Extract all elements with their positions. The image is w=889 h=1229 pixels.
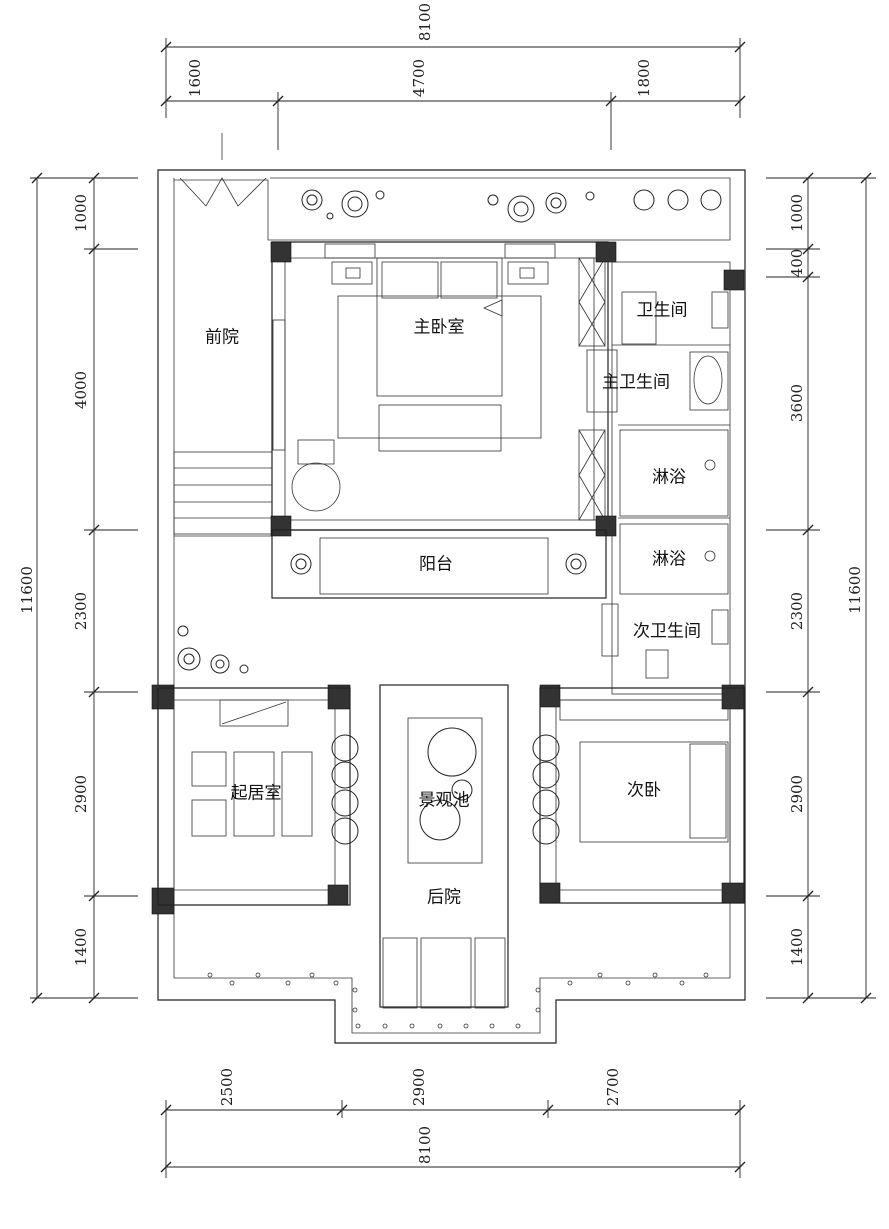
dim-right-1: 1000: [788, 194, 806, 232]
label-master-bedroom: 主卧室: [414, 318, 465, 338]
label-pond: 景观池: [419, 791, 470, 811]
dim-top-1: 1600: [186, 59, 204, 97]
dim-right-3: 3600: [788, 384, 806, 422]
structural-columns: [151, 241, 745, 915]
label-second-bath: 次卫生间: [633, 622, 701, 642]
dim-right-5: 2900: [788, 775, 806, 813]
balcony-area: [271, 529, 607, 599]
dim-bottom-2: 2900: [410, 1068, 428, 1106]
dim-left-1: 1000: [72, 194, 90, 232]
front-yard-area: [173, 133, 273, 537]
label-balcony: 阳台: [419, 555, 453, 575]
dim-left-5: 1400: [72, 928, 90, 966]
dim-right-6: 1400: [788, 928, 806, 966]
living-room-walls: [157, 687, 359, 906]
label-shower-2: 淋浴: [652, 550, 686, 570]
label-second-bedroom: 次卧: [627, 781, 661, 801]
dim-right-2: 400: [788, 249, 806, 278]
master-bed: [291, 257, 549, 512]
dim-left-3: 2300: [72, 592, 90, 630]
label-front-yard: 前院: [205, 328, 239, 348]
label-toilet: 卫生间: [637, 301, 688, 321]
dim-top-2: 4700: [410, 59, 428, 97]
dim-bottom-1: 2500: [218, 1068, 236, 1106]
dim-right-4: 2300: [788, 592, 806, 630]
dim-top-total: 8100: [416, 3, 434, 41]
planter-top: [301, 189, 722, 223]
second-bedroom-walls: [532, 687, 745, 904]
planter-left: [177, 625, 249, 674]
dim-bottom-total: 8100: [416, 1126, 434, 1164]
dim-left-2: 4000: [72, 371, 90, 409]
dim-left-4: 2900: [72, 775, 90, 813]
bathroom-walls: [586, 261, 731, 695]
label-shower-1: 淋浴: [652, 468, 686, 488]
room-labels: 前院 主卧室 卫生间 主卫生间 淋浴 阳台 淋浴 次卫生间 起居室 景观池 次卧…: [205, 301, 701, 908]
dimension-lines: [30, 38, 876, 1178]
master-bedroom-walls: [271, 241, 609, 531]
dim-bottom-3: 2700: [604, 1068, 622, 1106]
label-backyard: 后院: [427, 888, 461, 908]
dim-right-total: 11600: [846, 566, 864, 614]
site-boundary: [157, 169, 746, 1044]
label-living-room: 起居室: [231, 784, 282, 804]
label-master-bath: 主卫生间: [602, 373, 670, 393]
dim-left-total: 11600: [18, 566, 36, 614]
dim-top-3: 1800: [635, 59, 653, 97]
backyard-area: [379, 684, 509, 1009]
dimension-texts: 8100 1600 4700 1800 11600 1000 4000 2300…: [18, 3, 864, 1164]
